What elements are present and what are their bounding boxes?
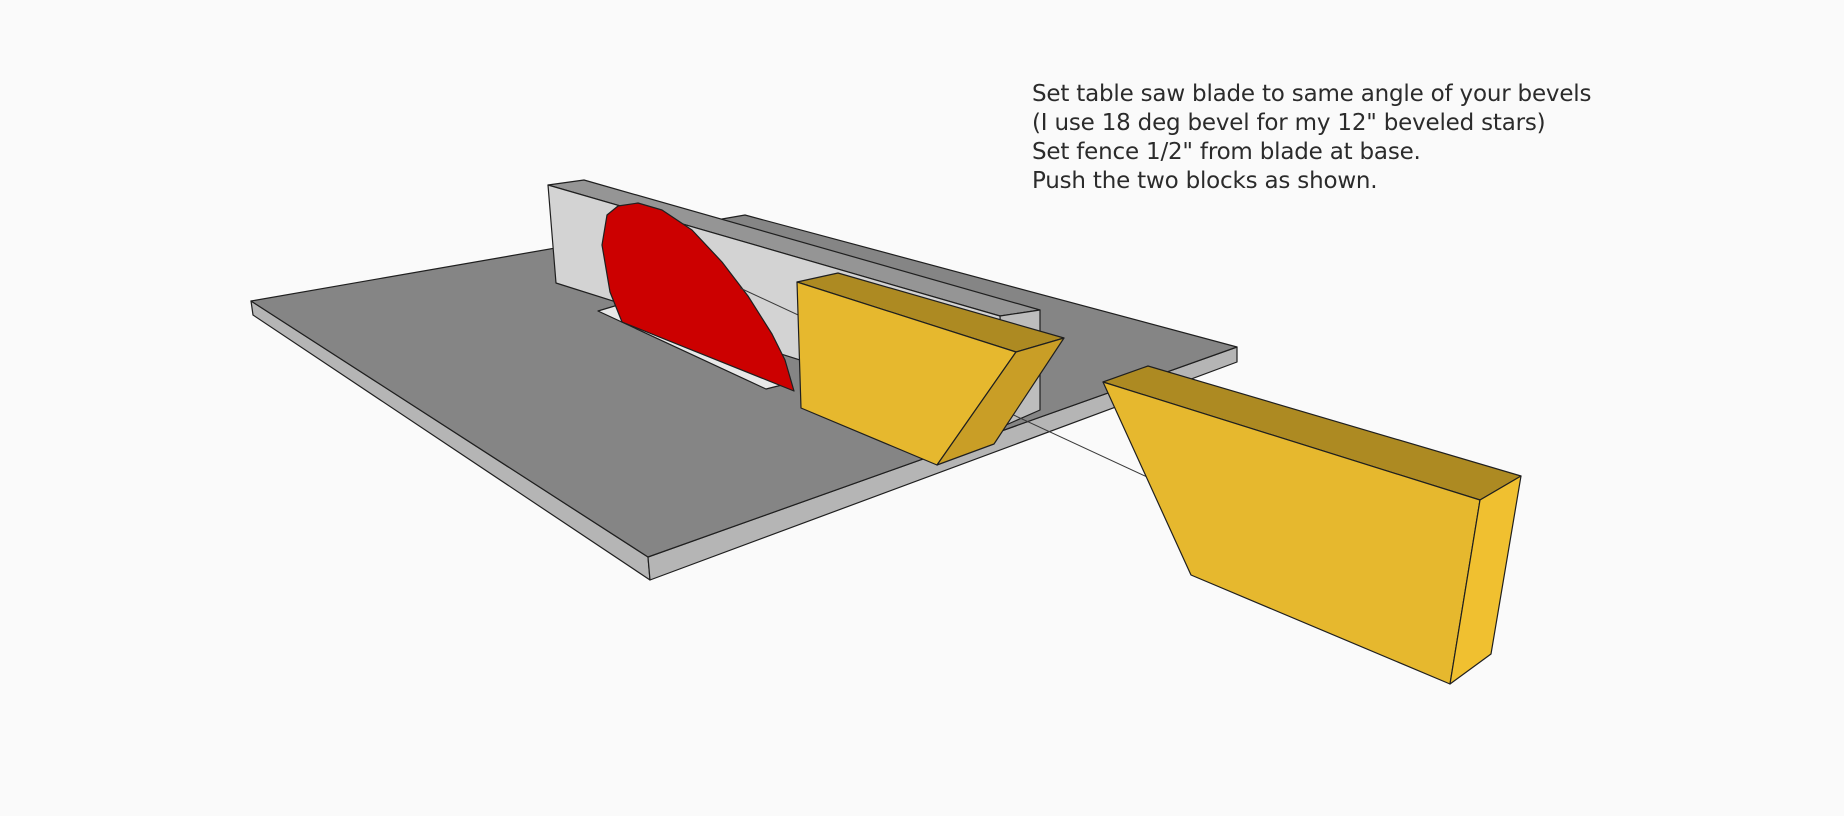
instruction-line: (I use 18 deg bevel for my 12" beveled s… (1032, 110, 1546, 136)
saw-blade (601, 202, 795, 392)
large-block-side (1449, 475, 1522, 685)
small-block-bevel (936, 337, 1065, 466)
instruction-line: Set fence 1/2" from blade at base. (1032, 139, 1421, 165)
small-bevel-block (796, 272, 1065, 466)
instruction-line: Set table saw blade to same angle of you… (1032, 81, 1592, 107)
instruction-line: Push the two blocks as shown. (1032, 168, 1378, 194)
instruction-text: Set table saw blade to same angle of you… (1032, 80, 1591, 196)
large-bevel-block (1102, 365, 1522, 685)
